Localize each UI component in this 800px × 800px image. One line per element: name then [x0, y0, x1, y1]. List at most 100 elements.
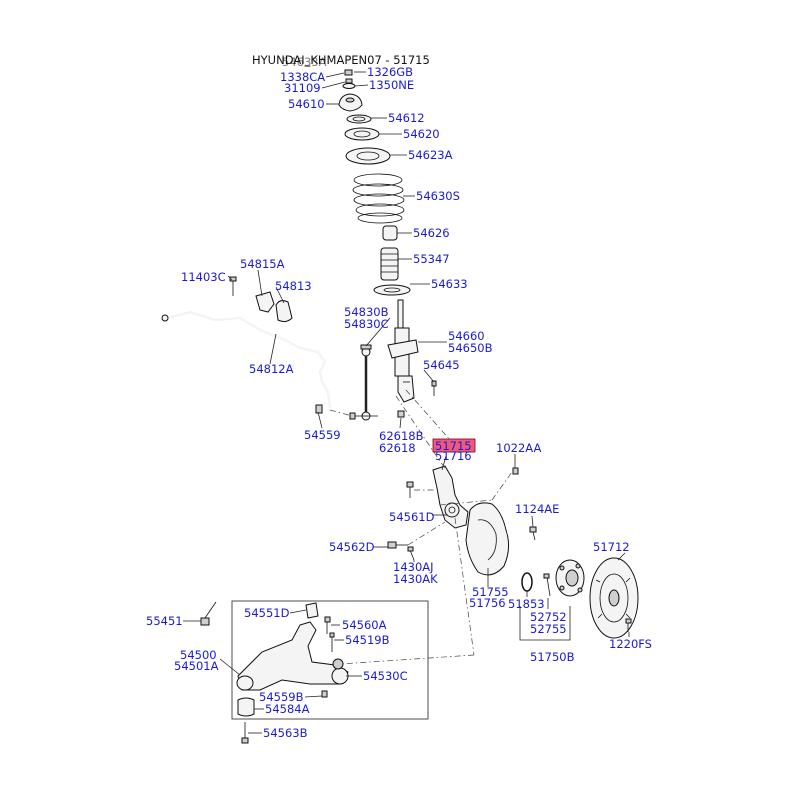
washer-1350NE[interactable] [342, 83, 356, 89]
label-1220FS[interactable]: 1220FS [609, 637, 652, 651]
dust-shield[interactable] [465, 502, 510, 576]
nut-1338CA[interactable] [344, 69, 353, 76]
label-1430AJ[interactable]: 1430AJ [393, 560, 434, 574]
dust-cover[interactable] [380, 247, 399, 281]
bracket-bolt[interactable] [229, 276, 237, 296]
label-54623A[interactable]: 54623A [408, 148, 453, 162]
brake-disc[interactable] [589, 557, 639, 639]
label-54561D[interactable]: 54561D [389, 510, 435, 524]
strut-mount[interactable] [338, 93, 363, 112]
shield-bolt[interactable] [529, 526, 537, 541]
lower-arm-box [231, 600, 429, 720]
label-54559[interactable]: 54559 [304, 428, 341, 442]
bar-end [161, 314, 169, 322]
stabilizer-assembly [161, 276, 378, 421]
label-1022AA[interactable]: 1022AA [496, 441, 541, 455]
label-62618[interactable]: 62618 [379, 441, 416, 455]
coil-spring[interactable] [352, 173, 405, 224]
label-54626[interactable]: 54626 [413, 226, 450, 240]
label-54645[interactable]: 54645 [423, 358, 460, 372]
steering-knuckle[interactable] [432, 465, 469, 529]
knuckle-bolt-54561D[interactable] [406, 481, 414, 498]
shock-absorber[interactable] [387, 299, 419, 403]
snap-ring[interactable] [521, 572, 533, 592]
nut-62618[interactable] [397, 410, 405, 418]
label-31109[interactable]: 31109 [284, 81, 321, 95]
disc-screw[interactable] [625, 618, 632, 632]
label-11403C[interactable]: 11403C [181, 270, 226, 284]
label-54500[interactable]: 54500 [180, 648, 217, 662]
link-nut[interactable] [315, 404, 323, 414]
seat-inner [383, 287, 401, 293]
nut-31109[interactable] [345, 78, 353, 84]
stabilizer-link[interactable] [349, 344, 378, 421]
label-1430AK[interactable]: 1430AK [393, 572, 438, 586]
label-54815A[interactable]: 54815A [240, 257, 285, 271]
label-54519B[interactable]: 54519B [345, 633, 390, 647]
spring-plate[interactable] [344, 127, 380, 141]
bump-stopper[interactable] [382, 225, 398, 241]
strut-bolt[interactable] [431, 380, 437, 396]
label-51712[interactable]: 51712 [593, 540, 630, 554]
bushing-54551D[interactable] [305, 602, 319, 619]
label-54610[interactable]: 54610 [288, 97, 325, 111]
label-54563B[interactable]: 54563B [263, 726, 308, 740]
label-55451[interactable]: 55451 [146, 614, 183, 628]
bolt-55451[interactable] [200, 601, 217, 626]
label-54633[interactable]: 54633 [431, 277, 468, 291]
bolt-1430AJ[interactable] [407, 546, 415, 561]
label-54650B[interactable]: 54650B [448, 341, 493, 355]
stabilizer-bracket[interactable] [255, 291, 275, 313]
label-52752[interactable]: 52752 [530, 610, 567, 624]
highlight-box [432, 438, 476, 453]
label-52755[interactable]: 52755 [530, 622, 567, 636]
label-54560A[interactable]: 54560A [342, 618, 387, 632]
label-54559B[interactable]: 54559B [259, 690, 304, 704]
label-54630S[interactable]: 54630S [416, 189, 460, 203]
lower-spring-seat[interactable] [373, 284, 411, 296]
label-51853[interactable]: 51853 [508, 597, 545, 611]
stabilizer-bar[interactable] [167, 311, 331, 409]
bolt-54560A[interactable] [324, 616, 331, 634]
label-54620[interactable]: 54620 [403, 127, 440, 141]
overlap-label: 54633A [282, 55, 327, 69]
lower-arm[interactable] [236, 621, 349, 691]
part-labels: 1338CA 1326GB 31109 1350NE 54610 54612 5… [146, 65, 652, 740]
label-54530C[interactable]: 54530C [363, 669, 408, 683]
label-54830B[interactable]: 54830B [344, 305, 389, 319]
label-1124AE[interactable]: 1124AE [515, 502, 559, 516]
label-54551D[interactable]: 54551D [244, 606, 290, 620]
label-54562D[interactable]: 54562D [329, 540, 375, 554]
knuckle-bolt-54562D[interactable] [387, 541, 408, 549]
label-62618B[interactable]: 62618B [379, 429, 424, 443]
stabilizer-bushing[interactable] [275, 300, 293, 323]
label-1326GB[interactable]: 1326GB [367, 65, 413, 79]
label-55347[interactable]: 55347 [413, 252, 450, 266]
spring-pad-upper[interactable] [345, 147, 391, 165]
label-1350NE[interactable]: 1350NE [369, 78, 414, 92]
label-54660[interactable]: 54660 [448, 329, 485, 343]
label-54830C[interactable]: 54830C [344, 317, 389, 331]
nut-1022AA[interactable] [512, 467, 519, 475]
wheel-hub[interactable] [555, 559, 585, 597]
label-54584A[interactable]: 54584A [265, 702, 310, 716]
label-51715[interactable]: 51715 [435, 439, 472, 453]
ball-joint[interactable] [332, 658, 344, 670]
label-51716[interactable]: 51716 [435, 449, 472, 463]
nut-54559B[interactable] [321, 690, 328, 698]
mount-center [345, 97, 355, 103]
label-54612[interactable]: 54612 [388, 111, 425, 125]
bolt-54519B[interactable] [329, 632, 335, 652]
label-51750B[interactable]: 51750B [530, 650, 575, 664]
label-51756[interactable]: 51756 [469, 596, 506, 610]
label-51755[interactable]: 51755 [472, 585, 509, 599]
label-54813[interactable]: 54813 [275, 279, 312, 293]
label-54501A[interactable]: 54501A [174, 659, 219, 673]
label-1338CA[interactable]: 1338CA [280, 70, 325, 84]
bearing[interactable] [346, 114, 372, 124]
bolt-54563B[interactable] [241, 722, 249, 744]
hub-bolt[interactable] [543, 573, 551, 597]
label-54812A[interactable]: 54812A [249, 362, 294, 376]
bushing-54584A[interactable] [237, 697, 255, 717]
